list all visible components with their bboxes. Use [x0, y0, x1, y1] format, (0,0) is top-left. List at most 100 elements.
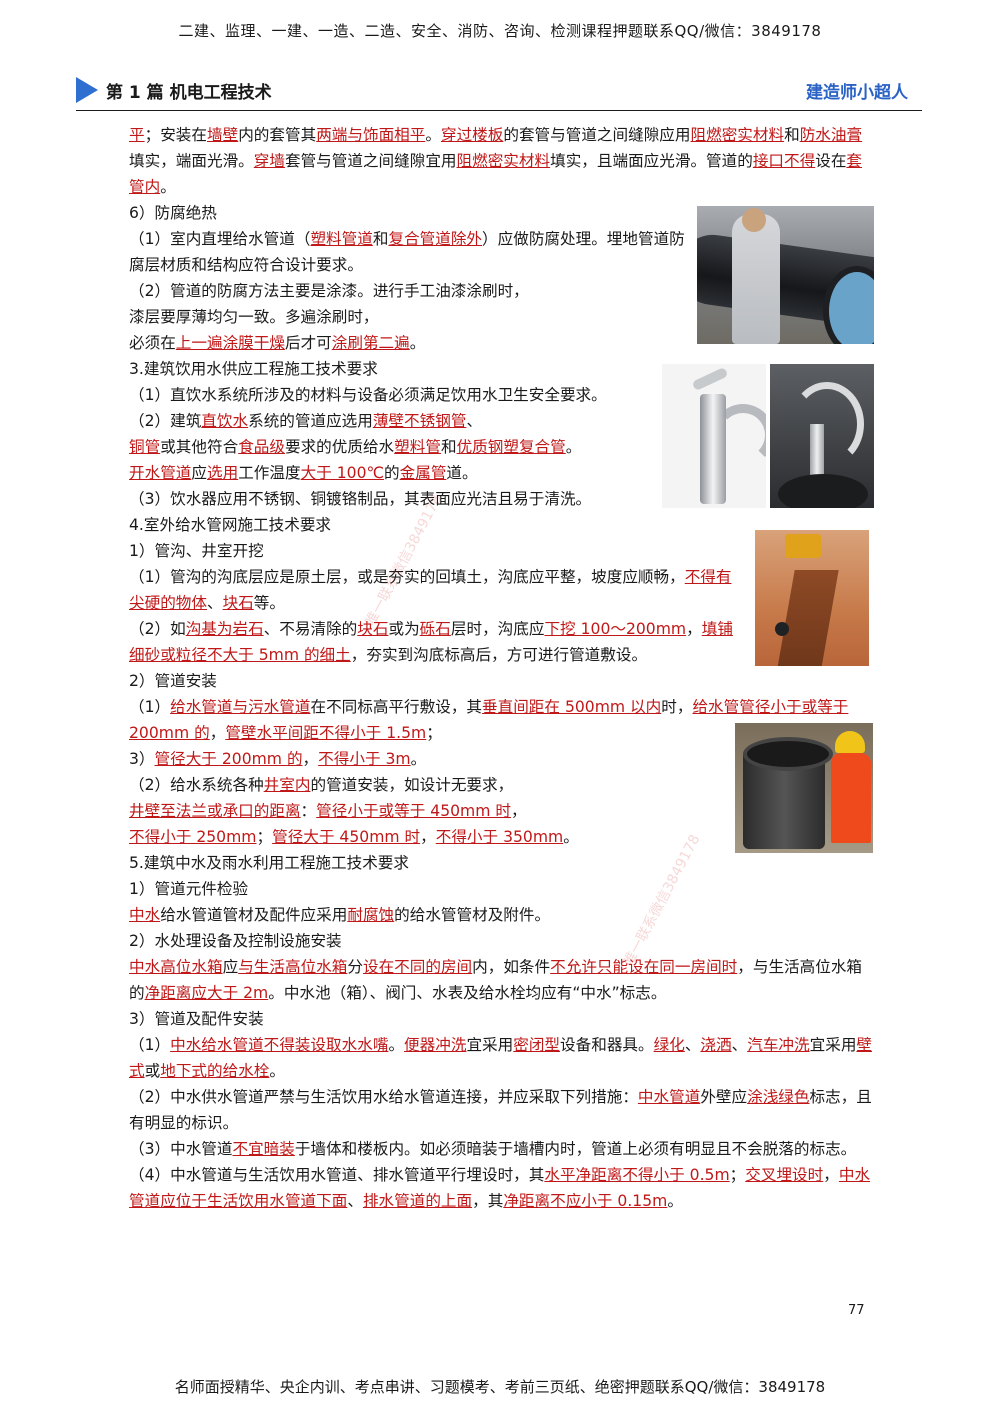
section-heading: 5.建筑中水及雨水利用工程施工技术要求	[129, 850, 874, 876]
subsection-heading: 2）水处理设备及控制设施安装	[129, 928, 874, 954]
paragraph: 铜管或其他符合食品级要求的优质给水塑料管和优质钢塑复合管。	[129, 434, 689, 460]
subsection-heading: 2）管道安装	[129, 668, 874, 694]
highlighted-term: 沟基为岩石	[185, 620, 264, 638]
text-run: ；安装在	[144, 126, 207, 144]
highlighted-term: 墙壁	[207, 126, 239, 144]
text-run: 的管道安装，如设计无要求，	[310, 776, 514, 794]
paragraph: （1）室内直埋给水管道（塑料管道和复合管道除外）应做防腐处理。埋地管道防腐层材质…	[129, 226, 689, 278]
highlighted-term: 金属管	[399, 464, 447, 482]
highlighted-term: 套管内	[129, 152, 863, 196]
text-run: （1）	[129, 1036, 171, 1054]
text-run: 。	[269, 1062, 285, 1080]
paragraph: 不得小于 250mm；管径大于 450mm 时，不得小于 350mm。	[129, 824, 874, 850]
text-run: ，	[209, 724, 226, 742]
highlighted-term: 中水管道	[637, 1088, 701, 1106]
highlighted-term: 与生活高位水箱	[238, 958, 348, 976]
highlighted-term: 壁式	[129, 1036, 873, 1080]
text-run: 道。	[446, 464, 478, 482]
highlighted-term: 井壁至法兰或承口的距离	[129, 802, 301, 820]
text-run: 。	[410, 750, 427, 768]
highlighted-term: 防水油膏	[799, 126, 863, 144]
highlighted-term: 两端与饰面相平	[316, 126, 426, 144]
text-run: 。	[667, 1192, 683, 1210]
highlighted-term: 给水管道与污水管道	[170, 698, 311, 716]
highlighted-term: 中水高位水箱	[129, 958, 223, 976]
text-run: 、	[731, 1036, 748, 1054]
highlighted-term: 上一遍涂膜干燥	[175, 334, 285, 352]
text-run: 。	[160, 178, 176, 196]
pipe-painting-photo	[697, 206, 874, 344]
text-run: 5.建筑中水及雨水利用工程施工技术要求	[129, 854, 409, 872]
highlighted-term: 涂刷第二遍	[331, 334, 410, 352]
text-run: 或	[144, 1062, 161, 1080]
highlighted-term: 优质钢塑复合管	[456, 438, 566, 456]
highlighted-term: 砾石	[419, 620, 451, 638]
highlighted-term: 垂直间距在 500mm 以内	[482, 698, 662, 716]
text-run: 和	[784, 126, 800, 144]
text-run: 、	[466, 412, 483, 430]
highlighted-term: 排水管道的上面	[362, 1192, 473, 1210]
text-run: 于墙体和楼板内。如必须暗装于墙槽内时，管道上必须有明显且不会脱落的标志。	[294, 1140, 857, 1158]
chapter-title: 第 1 篇 机电工程技术	[106, 83, 272, 103]
highlighted-term: 汽车冲洗	[747, 1036, 810, 1054]
paragraph: （4）中水管道与生活饮用水管道、排水管道平行埋设时，其水平净距离不得小于 0.5…	[129, 1162, 874, 1214]
text-run: 和	[372, 230, 389, 248]
paragraph: 漆层要厚薄均匀一致。多遍涂刷时，	[129, 304, 689, 330]
highlighted-term: 绿化	[653, 1036, 685, 1054]
text-run: （2）如	[129, 620, 186, 638]
text-run: 2）水处理设备及控制设施安装	[129, 932, 342, 950]
text-run: （1）室内直埋给水管道（	[129, 230, 311, 248]
text-run: ；	[426, 724, 442, 742]
text-run: ，	[510, 802, 527, 820]
highlighted-term: 耐腐蚀	[347, 906, 395, 924]
text-run: （1）直饮水系统所涉及的材料与设备必须满足饮用水卫生安全要求。	[129, 386, 607, 404]
highlighted-term: 穿过楼板	[440, 126, 504, 144]
text-run: 漆层要厚薄均匀一致。多遍涂刷时，	[129, 308, 379, 326]
text-run: （4）中水管道与生活饮用水管道、排水管道平行埋设时，其	[129, 1166, 545, 1184]
text-run: 时，	[661, 698, 693, 716]
text-run: 应	[222, 958, 239, 976]
highlighted-term: 交叉埋设时	[745, 1166, 824, 1184]
text-run: ，	[823, 1166, 839, 1184]
highlighted-term: 涂浅绿色	[747, 1088, 810, 1106]
text-run: 后才可	[284, 334, 332, 352]
well-chamber-photo	[735, 723, 873, 853]
text-run: ，与生活高位水箱的	[129, 958, 863, 1002]
text-run: 套管与管道之间缝隙宜用	[284, 152, 457, 170]
text-run: 、	[206, 594, 223, 612]
text-run: 应	[191, 464, 207, 482]
highlighted-term: 浇洒	[700, 1036, 732, 1054]
text-run: 设备和器具。	[560, 1036, 654, 1054]
text-run: 的	[384, 464, 400, 482]
text-run: （1）管沟的沟底层应是原土层，或是夯实的回填土，沟底应平整，坡度应顺畅，	[129, 568, 685, 586]
highlighted-term: 不得有尖硬的物体	[129, 568, 732, 612]
paragraph: （3）饮水器应用不锈钢、铜镀铬制品，其表面应光洁且易于清洗。	[129, 486, 689, 512]
text-run: 1）管沟、井室开挖	[129, 542, 264, 560]
highlighted-term: 塑料管道	[310, 230, 373, 248]
highlighted-term: 管径大于 200mm 的	[154, 750, 303, 768]
text-run: ，	[686, 620, 702, 638]
text-run: 1）管道元件检验	[129, 880, 249, 898]
highlighted-term: 管径小于或等于 450mm 时	[316, 802, 511, 820]
main-content: 平；安装在墙壁内的套管其两端与饰面相平。穿过楼板的套管与管道之间缝隙应用阻燃密实…	[129, 122, 874, 1214]
text-run: 。	[388, 1036, 405, 1054]
highlighted-term: 下挖 100～200mm	[544, 620, 687, 638]
triangle-marker-icon	[76, 77, 98, 103]
text-run: 给水管道管材及配件应采用	[160, 906, 348, 924]
text-run: 、	[684, 1036, 701, 1054]
text-run: 的给水管管材及附件。	[394, 906, 551, 924]
text-run: 和	[440, 438, 457, 456]
paragraph: （1）直饮水系统所涉及的材料与设备必须满足饮用水卫生安全要求。	[129, 382, 689, 408]
highlighted-term: 管径大于 450mm 时	[272, 828, 421, 846]
paragraph: 中水给水管道管材及配件应采用耐腐蚀的给水管管材及附件。	[129, 902, 874, 928]
text-run: 。	[425, 126, 441, 144]
text-run: 4.室外给水管网施工技术要求	[129, 516, 332, 534]
highlighted-term: 块石	[222, 594, 254, 612]
paragraph: 开水管道应选用工作温度大于 100℃的金属管道。	[129, 460, 689, 486]
highlighted-term: 阻燃密实材料	[690, 126, 785, 144]
text-run: 3）	[129, 750, 155, 768]
highlighted-term: 大于 100℃	[300, 464, 385, 482]
highlighted-term: 穿墙	[253, 152, 285, 170]
text-run: 内，如条件	[472, 958, 551, 976]
paragraph: （2）如沟基为岩石、不易清除的块石或为砾石层时，沟底应下挖 100～200mm，…	[129, 616, 739, 668]
